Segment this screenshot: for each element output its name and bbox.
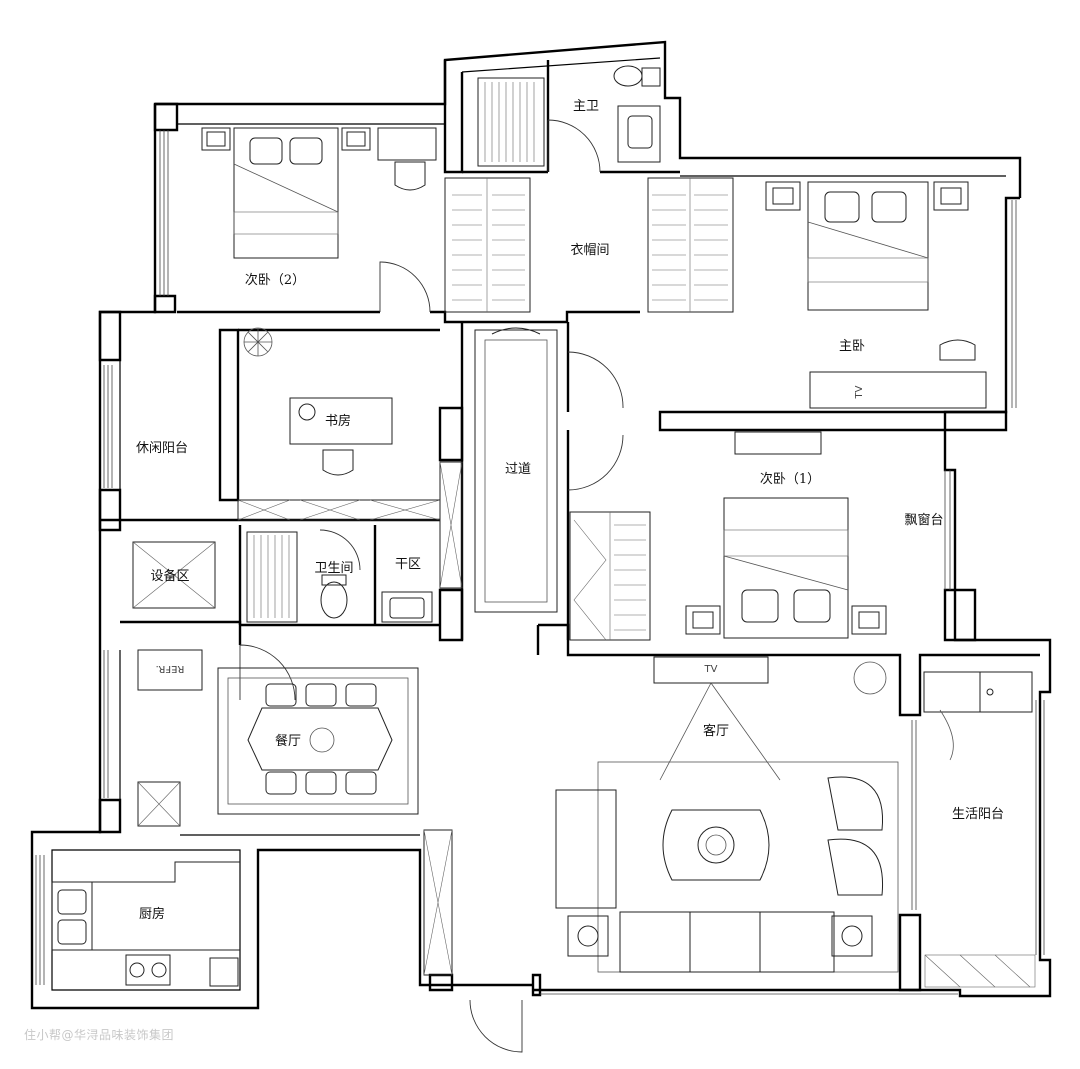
hall-cabinet bbox=[423, 461, 463, 976]
label-secondary-bedroom-2: 次卧（2） bbox=[245, 272, 305, 288]
label-secondary-bedroom-1: 次卧（1） bbox=[760, 471, 820, 487]
label-equipment-area: 设备区 bbox=[150, 568, 189, 584]
label-cloakroom: 衣帽间 bbox=[570, 242, 609, 258]
label-bay-window: 飘窗台 bbox=[904, 512, 943, 528]
room-labels: 主卫 次卧（2） 衣帽间 主卧 休闲阳台 书房 过道 次卧（1） 飘窗台 设备区… bbox=[136, 99, 1004, 922]
label-corridor: 过道 bbox=[505, 462, 531, 477]
kitchen-fixtures bbox=[51, 781, 240, 987]
label-dining-room: 餐厅 bbox=[275, 733, 301, 749]
label-study: 书房 bbox=[325, 413, 351, 429]
doors bbox=[239, 119, 624, 1053]
label-utility-balcony: 生活阳台 bbox=[952, 807, 1004, 822]
exterior-walls bbox=[30, 40, 1052, 1010]
label-tv-living: TV bbox=[704, 664, 718, 675]
utility-balcony-fixtures bbox=[911, 671, 1036, 988]
refrigerator bbox=[137, 649, 203, 691]
label-master-bedroom: 主卧 bbox=[839, 339, 865, 354]
label-living-room: 客厅 bbox=[703, 723, 729, 739]
equipment-box bbox=[132, 541, 216, 609]
label-kitchen: 厨房 bbox=[139, 906, 165, 922]
watermark: 住小帮@华浔品味装饰集团 bbox=[24, 1028, 175, 1042]
dining-set bbox=[217, 667, 419, 815]
windows bbox=[35, 130, 1045, 995]
label-master-bath: 主卫 bbox=[573, 99, 599, 114]
label-refrigerator: REFR. bbox=[156, 663, 185, 674]
label-tv-master: TV bbox=[854, 385, 865, 399]
corridor-runner bbox=[474, 327, 558, 613]
bed-master bbox=[765, 181, 987, 409]
master-bath-fixtures bbox=[477, 65, 661, 167]
label-bathroom: 卫生间 bbox=[314, 561, 353, 576]
label-dry-area: 干区 bbox=[395, 557, 421, 572]
bed-secondary-2 bbox=[201, 127, 437, 259]
label-leisure-balcony: 休闲阳台 bbox=[136, 441, 188, 456]
bathroom-fixtures bbox=[246, 531, 433, 623]
wardrobes bbox=[444, 177, 734, 641]
living-room-furniture bbox=[555, 656, 899, 973]
bed-secondary-1 bbox=[685, 431, 887, 639]
